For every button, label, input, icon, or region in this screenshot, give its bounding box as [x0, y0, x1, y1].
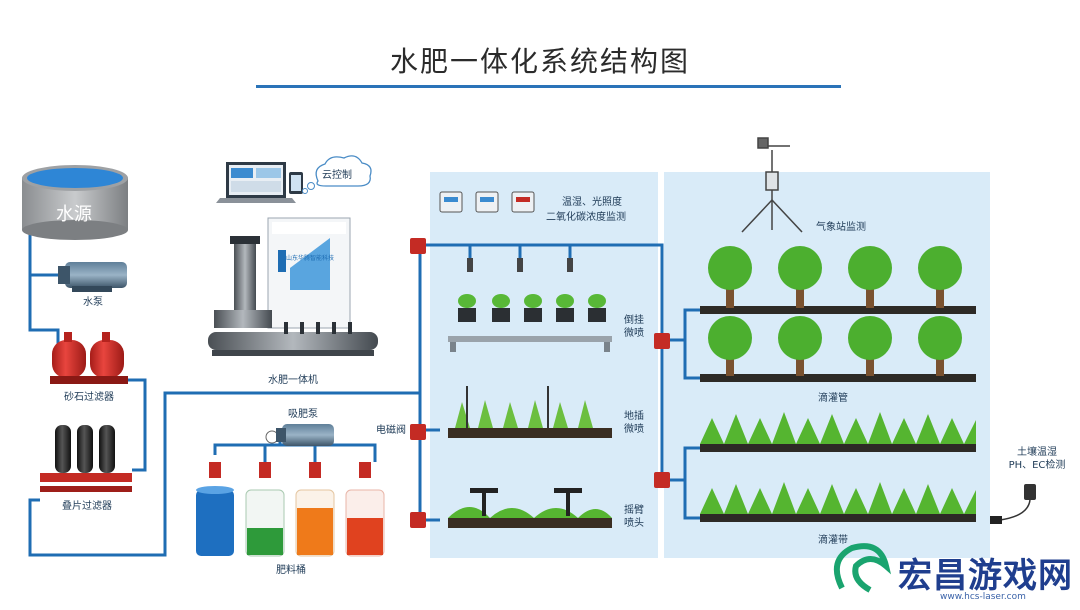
bucket-1 [196, 462, 234, 556]
crop-row-upper [700, 412, 976, 452]
pipe-hanging-drop [468, 245, 572, 260]
watermark-logo-icon [833, 543, 892, 593]
pump-label: 水泵 [83, 297, 103, 308]
tree-row-lower [700, 316, 976, 382]
hanging-spray-line-2: 微喷 [624, 328, 644, 339]
pipe-filter-out [28, 391, 420, 557]
cloud-icon [302, 155, 372, 194]
ground-spray-label: 地插 微喷 [620, 410, 648, 436]
drip-belt-label: 滴灌带 [818, 535, 848, 546]
rocker-spray-label: 摇臂 喷头 [620, 504, 648, 530]
pipe-lower-field [662, 446, 700, 520]
rocker-sprinkler-row [448, 488, 612, 528]
computer-icon [216, 162, 303, 203]
title-underline [256, 85, 841, 88]
tree-row-upper [700, 246, 976, 314]
soil-sensor-line-2: PH、EC检测 [1008, 460, 1066, 471]
watermark-text: 宏昌游戏网 [898, 556, 1073, 596]
sand-filter-label: 砂石过滤器 [64, 392, 114, 403]
solenoid-valve-label: 电磁阀 [376, 425, 406, 436]
hanging-sprinklers [467, 258, 573, 272]
bucket-3 [295, 462, 335, 557]
pipe-top-branch [420, 243, 664, 340]
potted-bench [448, 294, 612, 352]
field-zone [664, 172, 990, 558]
env-monitor-label-1: 温湿、光照度 [562, 197, 622, 208]
page-title: 水肥一体化系统结构图 [389, 45, 690, 78]
hanging-spray-line-1: 倒挂 [624, 315, 644, 326]
hanging-spray-label: 倒挂 微喷 [620, 314, 648, 340]
fertilizer-pump-icon [265, 424, 334, 446]
crop-row-lower [700, 482, 976, 522]
water-source-label: 水源 [56, 204, 92, 225]
weather-station-icon [741, 137, 803, 233]
pump-icon [58, 262, 127, 292]
water-tank [22, 165, 128, 240]
ground-spray-line-1: 地插 [624, 411, 644, 422]
fertigation-machine-label: 水肥一体机 [268, 375, 318, 386]
soil-sensor-line-1: 土壤温湿 [1017, 447, 1057, 458]
watermark-url: www.hcs-laser.com [940, 592, 1026, 602]
rocker-spray-line-1: 摇臂 [624, 505, 644, 516]
weather-station-label: 气象站监测 [816, 222, 866, 233]
solenoid-valves [410, 238, 670, 528]
sand-filter-icon [50, 332, 128, 384]
bucket-2 [245, 462, 285, 557]
pipe-filter-loop [125, 378, 147, 472]
fertilizer-pump-label: 吸肥泵 [288, 409, 318, 420]
greenhouse-zone [430, 172, 658, 558]
pipe-upper-field [662, 308, 700, 380]
fertilizer-bucket-label: 肥料桶 [276, 565, 306, 576]
soil-sensor-label: 土壤温湿 PH、EC检测 [1004, 446, 1070, 472]
ground-spray-row [448, 386, 612, 438]
fertigation-machine-icon [208, 217, 378, 356]
ground-spray-line-2: 微喷 [624, 424, 644, 435]
cloud-control-label: 云控制 [322, 170, 352, 181]
fertilizer-buckets [196, 462, 385, 557]
device-brand-label: 山东华腾智能科技 [286, 255, 335, 262]
env-monitor-label-2: 二氧化碳浓度监测 [546, 212, 626, 223]
bucket-4 [345, 462, 385, 557]
rocker-spray-line-2: 喷头 [624, 518, 644, 529]
disc-filter-icon [40, 425, 132, 492]
env-sensors-icon [439, 191, 535, 213]
pipe-source-to-pump [28, 228, 60, 348]
drip-pipe-label: 滴灌管 [818, 393, 848, 404]
soil-sensor-icon [990, 484, 1036, 524]
disc-filter-label: 叠片过滤器 [62, 501, 112, 512]
